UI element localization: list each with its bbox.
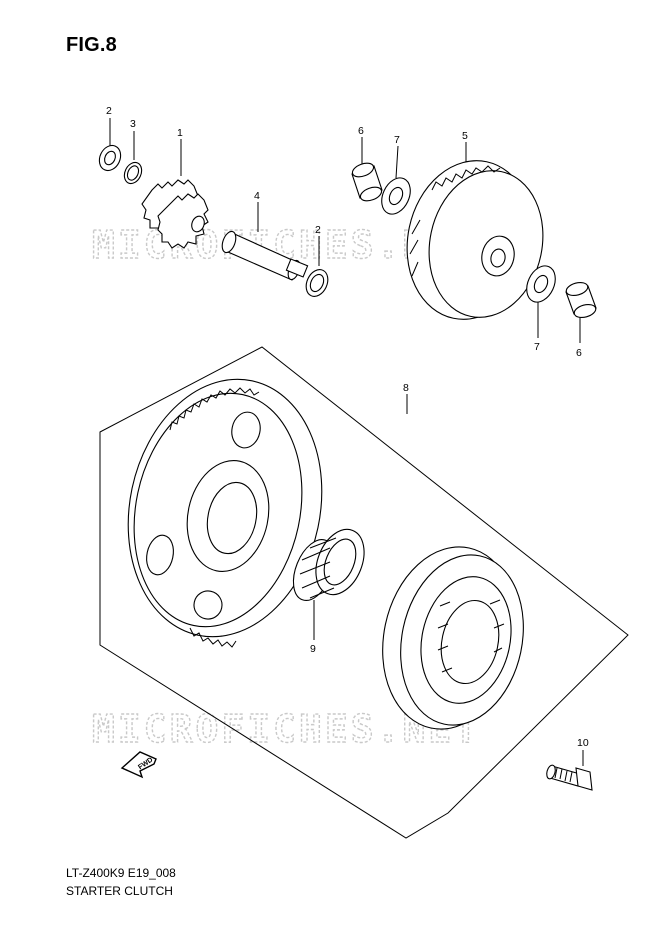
part-driven-gear-5 <box>406 160 544 320</box>
callout-5: 5 <box>462 130 468 142</box>
figure-title: FIG.8 <box>66 34 118 56</box>
callout-10: 10 <box>577 737 589 749</box>
callout-3: 3 <box>130 118 136 130</box>
fwd-direction-arrow: FWD <box>120 751 157 779</box>
fwd-arrow-icon <box>120 751 157 779</box>
part-needle-bearing-9 <box>292 528 365 601</box>
leader-lines <box>109 118 584 766</box>
part-circlip-3 <box>123 161 143 185</box>
part-idle-gear-1 <box>141 179 209 249</box>
part-shaft-4 <box>221 230 309 281</box>
part-washer-2b <box>305 269 329 297</box>
part-washer-2a <box>98 144 122 172</box>
callout-7b: 7 <box>534 341 540 353</box>
callout-9: 9 <box>310 643 316 655</box>
callout-1: 1 <box>177 127 183 139</box>
callout-2b: 2 <box>315 224 321 236</box>
callouts: 2 3 1 4 2 6 7 5 7 6 8 9 10 <box>106 105 589 749</box>
callout-2a: 2 <box>106 105 112 117</box>
callout-7a: 7 <box>394 134 400 146</box>
callout-8: 8 <box>403 382 409 394</box>
part-thrust-washer-7a <box>381 177 411 215</box>
part-bolt-10 <box>546 764 593 791</box>
figure-subtitle: STARTER CLUTCH <box>66 884 173 898</box>
assembly-8-boundary <box>99 346 629 839</box>
callout-6b: 6 <box>576 347 582 359</box>
model-code: LT-Z400K9 E19_008 <box>66 866 176 880</box>
part-bushing-6a <box>351 162 383 202</box>
callout-4: 4 <box>254 190 260 202</box>
part-clutch-gear-8 <box>127 378 323 648</box>
callout-6a: 6 <box>358 125 364 137</box>
part-bushing-6b <box>565 281 597 319</box>
part-one-way-clutch-8 <box>382 546 524 730</box>
part-thrust-washer-7b <box>526 265 556 303</box>
